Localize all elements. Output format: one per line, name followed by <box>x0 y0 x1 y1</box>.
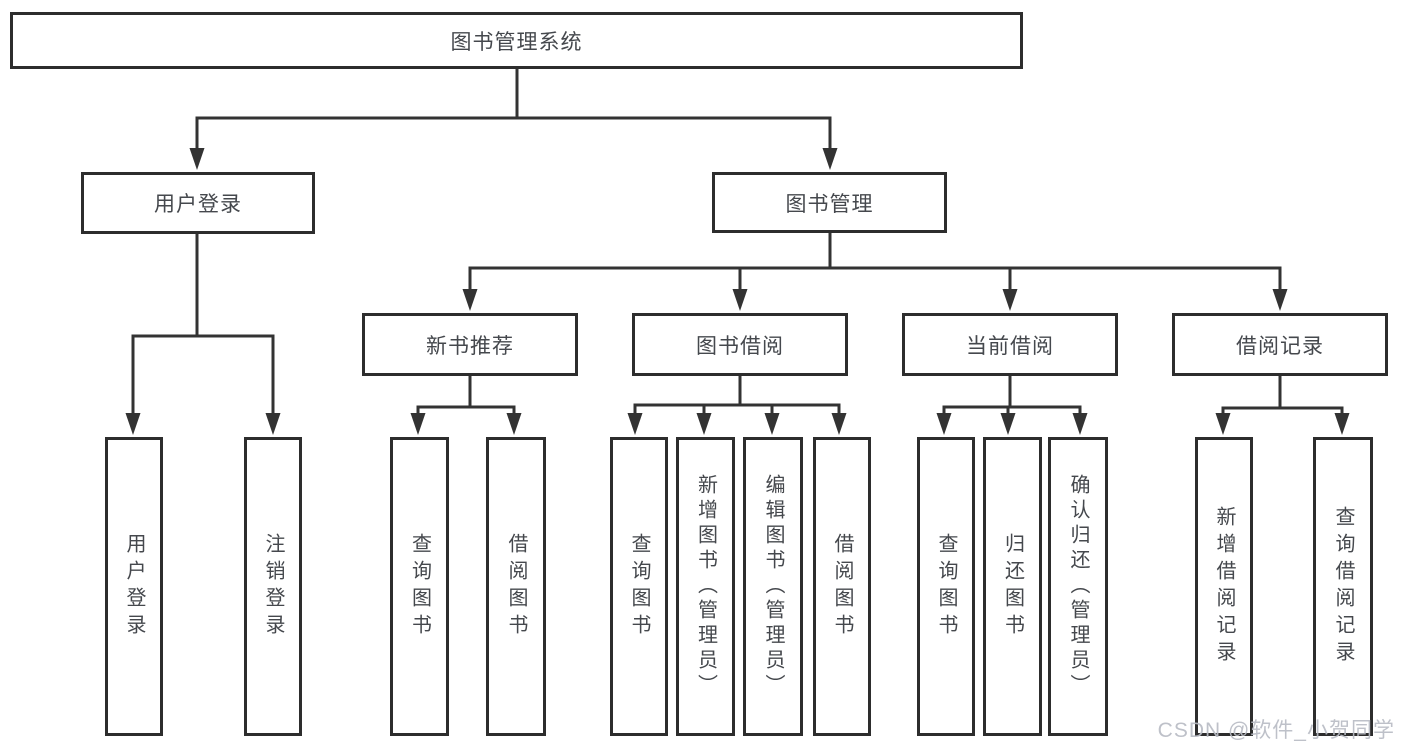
arrowhead-down-icon <box>125 413 141 435</box>
branch-borrowing-records <box>1215 376 1350 435</box>
node-label: 新书推荐 <box>426 334 514 358</box>
node-label: 用户登录 <box>154 193 242 216</box>
arrowhead-down-icon <box>1000 413 1016 435</box>
node-label: 当前借阅 <box>966 334 1054 358</box>
arrowhead-down-icon <box>822 148 838 170</box>
arrowhead-down-icon <box>265 413 281 435</box>
connector-path <box>468 232 1282 297</box>
leaf-user-login: 用户登录 <box>105 437 163 736</box>
node-borrowing-records: 借阅记录 <box>1172 313 1388 376</box>
node-label: 确认归还（管理员） <box>1067 474 1089 699</box>
branch-user-login <box>125 234 281 435</box>
node-label: 新增借阅记录 <box>1213 505 1235 668</box>
leaf-edit-book-admin: 编辑图书（管理员） <box>743 437 803 736</box>
arrowhead-down-icon <box>696 413 712 435</box>
arrowhead-down-icon <box>1002 289 1018 311</box>
node-current-borrowing: 当前借阅 <box>902 313 1118 376</box>
arrowhead-down-icon <box>831 413 847 435</box>
leaf-add-borrow-record: 新增借阅记录 <box>1195 437 1253 736</box>
node-label: 图书管理系统 <box>450 30 583 54</box>
branch-root <box>189 68 838 170</box>
leaf-confirm-return-admin: 确认归还（管理员） <box>1048 437 1108 736</box>
connector-path <box>195 68 832 156</box>
node-label: 查询图书 <box>408 532 431 641</box>
node-label: 新增图书（管理员） <box>694 474 717 699</box>
arrowhead-down-icon <box>732 289 748 311</box>
node-label: 借阅记录 <box>1236 334 1324 358</box>
arrowhead-down-icon <box>936 413 952 435</box>
node-book-management: 图书管理 <box>712 172 947 233</box>
node-label: 图书借阅 <box>696 334 784 358</box>
csdn-watermark: CSDN @软件_小贺同学 <box>1157 719 1395 742</box>
leaf-logout: 注销登录 <box>244 437 302 736</box>
branch-new-book-recommend <box>410 376 522 435</box>
arrowhead-down-icon <box>627 413 643 435</box>
leaf-add-book-admin: 新增图书（管理员） <box>676 437 735 736</box>
node-label: 查询借阅记录 <box>1332 505 1354 668</box>
node-label: 借阅图书 <box>831 532 853 641</box>
arrowhead-down-icon <box>1072 413 1088 435</box>
leaf-query-books-borrow: 查询图书 <box>610 437 668 736</box>
connector-path <box>416 376 516 421</box>
leaf-query-books-recommend: 查询图书 <box>390 437 449 736</box>
node-label: 用户登录 <box>123 532 145 641</box>
node-label: 借阅图书 <box>505 532 527 641</box>
node-user-login: 用户登录 <box>81 172 315 234</box>
node-label: 查询图书 <box>628 532 650 641</box>
branch-book-borrowing <box>627 376 847 435</box>
leaf-return-books: 归还图书 <box>983 437 1042 736</box>
arrowhead-down-icon <box>462 289 478 311</box>
connector-path <box>633 376 841 421</box>
connector-path <box>131 234 275 421</box>
node-book-borrowing: 图书借阅 <box>632 313 848 376</box>
node-label: 查询图书 <box>935 532 957 641</box>
connector-path <box>1221 376 1344 421</box>
node-label: 编辑图书（管理员） <box>762 474 784 699</box>
node-library-management-system: 图书管理系统 <box>10 12 1023 69</box>
node-label: 图书管理 <box>785 192 874 216</box>
node-new-book-recommendation: 新书推荐 <box>362 313 578 376</box>
node-label: 归还图书 <box>1001 532 1024 641</box>
leaf-query-borrow-record: 查询借阅记录 <box>1313 437 1373 736</box>
leaf-query-books-current: 查询图书 <box>917 437 975 736</box>
arrowhead-down-icon <box>506 413 522 435</box>
leaf-borrow-books-recommend: 借阅图书 <box>486 437 546 736</box>
arrowhead-down-icon <box>1215 413 1231 435</box>
branch-current-borrowing <box>936 376 1088 435</box>
arrowhead-down-icon <box>764 413 780 435</box>
arrowhead-down-icon <box>1272 289 1288 311</box>
leaf-borrow-books: 借阅图书 <box>813 437 871 736</box>
arrowhead-down-icon <box>410 413 426 435</box>
arrowhead-down-icon <box>1334 413 1350 435</box>
node-label: 注销登录 <box>262 532 284 641</box>
arrowhead-down-icon <box>189 148 205 170</box>
branch-book-management <box>462 232 1288 311</box>
